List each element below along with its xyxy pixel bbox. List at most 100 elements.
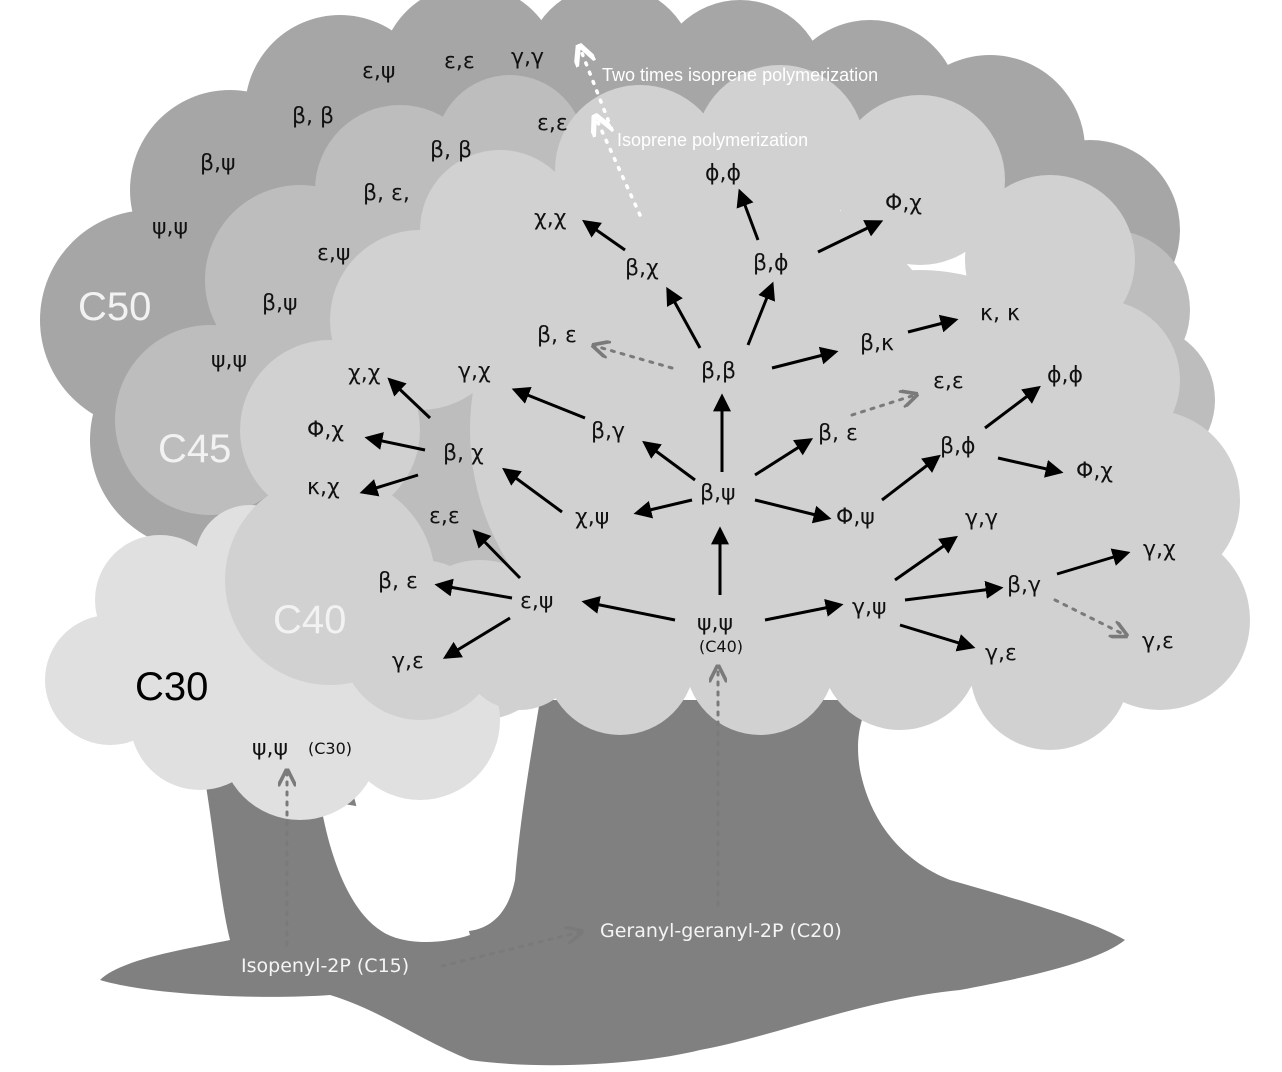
c45-node: β,ψ — [262, 291, 298, 316]
c40-nodes: χ,χ β,χ ϕ,ϕ Φ,χ β,ϕ β, ε β,β β,κ κ, κ χ,… — [307, 161, 1176, 674]
c50-nodes: ε,ψ ε,ε γ,γ β, β β,ψ ψ,ψ — [152, 45, 544, 240]
arrow — [881, 454, 941, 502]
c40-node: β, ε — [378, 569, 418, 594]
c50-node: β, β — [292, 104, 334, 129]
dotted-arrow — [1053, 598, 1125, 635]
cloud-c40-overlap — [225, 475, 580, 720]
c40-node: β,κ — [860, 331, 894, 356]
c50-node: ψ,ψ — [152, 215, 188, 240]
arrow — [442, 616, 511, 659]
c40-node: Φ,χ — [885, 191, 922, 216]
c45-node: β, ε, — [363, 181, 410, 206]
c40-node: β,γ — [591, 419, 625, 444]
c40-node: γ,χ — [458, 359, 491, 384]
c45-node: ε,ε — [537, 111, 568, 136]
c40-node: χ,ψ — [575, 505, 609, 530]
c45-node: β, β — [430, 138, 472, 163]
c40-node: β, ε — [537, 323, 577, 348]
c40-node: Φ,χ — [1076, 459, 1113, 484]
arrow — [899, 623, 976, 652]
arrow — [666, 286, 702, 349]
c40-node: γ,ψ — [852, 595, 887, 620]
arrow — [817, 220, 884, 254]
two-times-polymerization-arrow — [580, 48, 614, 132]
dotted-arrow — [440, 932, 580, 968]
arrow — [472, 529, 522, 580]
c40-node: Φ,ψ — [836, 505, 875, 530]
c40-node: β,χ — [625, 256, 659, 281]
cloud-title-c40: C40 — [273, 598, 346, 642]
arrow — [642, 440, 696, 482]
c50-node: ε,ε — [444, 49, 475, 74]
arrow — [754, 438, 814, 477]
c40-node: ϕ,ϕ — [1047, 363, 1083, 388]
arrow — [764, 598, 844, 622]
cloud-title-c50: C50 — [78, 285, 151, 329]
c40-root-suffix: (C40) — [699, 637, 743, 656]
c40-node: χ,χ — [534, 206, 567, 231]
c45-node: ψ,ψ — [211, 348, 247, 373]
arrow — [894, 535, 958, 582]
c30-root-node: ψ,ψ — [252, 736, 288, 761]
polymerization-label: Isoprene polymerization — [617, 130, 808, 150]
c50-node: γ,γ — [511, 45, 544, 70]
c40-node: κ, κ — [980, 301, 1020, 326]
arrow — [736, 188, 760, 241]
arrow — [746, 281, 776, 346]
c40-node: γ,ε — [985, 641, 1017, 666]
arrow — [997, 456, 1064, 478]
c40-node: Φ,χ — [307, 418, 344, 443]
c40-node: β,γ — [1007, 573, 1041, 598]
arrow — [907, 314, 959, 334]
arrow — [359, 473, 419, 497]
c40-node: κ,χ — [307, 475, 340, 500]
c40-node: β,β — [701, 359, 736, 384]
c40-node: β, χ — [443, 441, 484, 466]
c50-node: β,ψ — [200, 151, 236, 176]
c40-node: β,ψ — [700, 481, 736, 506]
c40-node: β, ε — [818, 421, 858, 446]
c40-node: γ,χ — [1143, 537, 1176, 562]
dotted-arrow — [595, 346, 674, 370]
c40-node: ε,ε — [429, 504, 460, 529]
arrow — [502, 467, 563, 514]
polymerization-arrow — [596, 118, 642, 217]
c40-node: β,ϕ — [940, 434, 976, 459]
c40-arrows — [359, 188, 1131, 659]
c30-root-suffix: (C30) — [308, 739, 352, 758]
arrow — [754, 498, 832, 524]
arrow — [511, 386, 586, 420]
cloud-title-c45: C45 — [158, 427, 231, 471]
c40-node: γ,γ — [965, 506, 998, 531]
tree-trunk — [100, 700, 1125, 1066]
cloud-title-c30: C30 — [135, 665, 208, 709]
arrow — [1056, 548, 1131, 576]
arrow — [582, 219, 626, 252]
c40-node: γ,ε — [1142, 629, 1174, 654]
arrow — [984, 385, 1041, 430]
c45-nodes: ε,ε β, β β, ε, ε,ψ β,ψ ψ,ψ — [211, 111, 568, 373]
c40-root-node: ψ,ψ — [697, 611, 733, 636]
arrow — [633, 498, 693, 519]
arrow — [581, 595, 676, 622]
c40-node: ϕ,ϕ — [705, 161, 741, 186]
arrow — [434, 578, 513, 600]
arrow — [387, 377, 432, 420]
c40-node: γ,ε — [392, 649, 424, 674]
arrow — [364, 432, 426, 452]
isopenyl-label: Isopenyl-2P (C15) — [241, 955, 409, 977]
c50-node: ε,ψ — [362, 59, 395, 84]
c40-node: ε,ψ — [520, 589, 553, 614]
geranyl-label: Geranyl-geranyl-2P (C20) — [600, 920, 842, 942]
two-times-polymerization-label: Two times isoprene polymerization — [602, 65, 878, 85]
c40-node: ε,ε — [933, 369, 964, 394]
c40-node: β,ϕ — [753, 251, 789, 276]
c40-node: χ,χ — [348, 361, 381, 386]
c45-node: ε,ψ — [317, 241, 350, 266]
arrow — [771, 346, 839, 370]
polymerization-arrows — [580, 48, 642, 217]
c40-dotted-arrows — [287, 346, 1125, 968]
dotted-arrow — [850, 395, 915, 417]
arrow — [904, 580, 1004, 602]
